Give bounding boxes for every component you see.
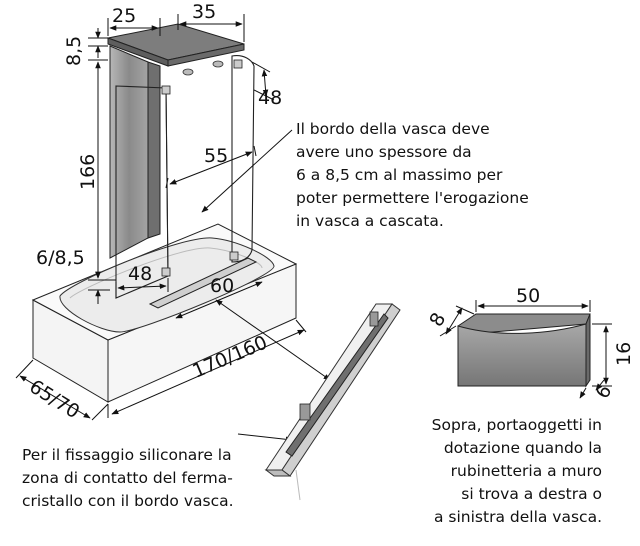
dim-shelf-depth: 25 xyxy=(112,5,136,27)
note-line: a sinistra della vasca. xyxy=(434,508,602,526)
dim-side-gap: 48 xyxy=(258,87,282,109)
note-line: in vasca a cascata. xyxy=(296,212,444,230)
note-line: Per il fissaggio siliconare la xyxy=(22,446,232,464)
top-shelf xyxy=(106,23,245,76)
wall-column xyxy=(109,45,161,259)
note-line: si trova a destra o xyxy=(461,485,602,503)
note-line: rubinetteria a muro xyxy=(450,462,602,480)
note-line: Sopra, portaoggetti in xyxy=(431,416,602,434)
tray-detail xyxy=(457,313,591,388)
note-line: avere uno spessore da xyxy=(296,143,472,161)
note-line: cristallo con il bordo vasca. xyxy=(22,492,234,510)
note-silicone: Per il fissaggio siliconare la zona di c… xyxy=(22,444,234,513)
note-line: 6 a 8,5 cm al massimo per xyxy=(296,166,503,184)
tray-dimension-lines xyxy=(439,300,612,399)
dim-shelf-width: 35 xyxy=(192,1,216,23)
dim-panel-width-lower: 48 xyxy=(128,263,152,285)
dim-height: 166 xyxy=(77,154,99,190)
note-line: dotazione quando la xyxy=(443,439,602,457)
note-shelf: Sopra, portaoggetti in dotazione quando … xyxy=(432,414,602,529)
dim-tray-depth: 8 xyxy=(425,309,450,330)
dim-shelf-thickness: 8,5 xyxy=(63,36,85,66)
dim-tray-height: 16 xyxy=(613,342,635,366)
dimension-lines xyxy=(15,14,331,443)
note-tub-edge: Il bordo della vasca deve avere uno spes… xyxy=(296,118,529,233)
note-line: zona di contatto del ferma- xyxy=(22,469,233,487)
rail-detail xyxy=(264,303,401,501)
dim-tray-thickness: 6 xyxy=(591,381,616,402)
note-line: Il bordo della vasca deve xyxy=(296,120,490,138)
dim-tray-width: 50 xyxy=(516,285,540,307)
note-line: poter permettere l'erogazione xyxy=(296,189,529,207)
dim-panel-width-upper: 55 xyxy=(204,145,228,167)
dim-fixed-width: 60 xyxy=(210,275,234,297)
dim-edge-thickness: 6/8,5 xyxy=(36,247,85,269)
